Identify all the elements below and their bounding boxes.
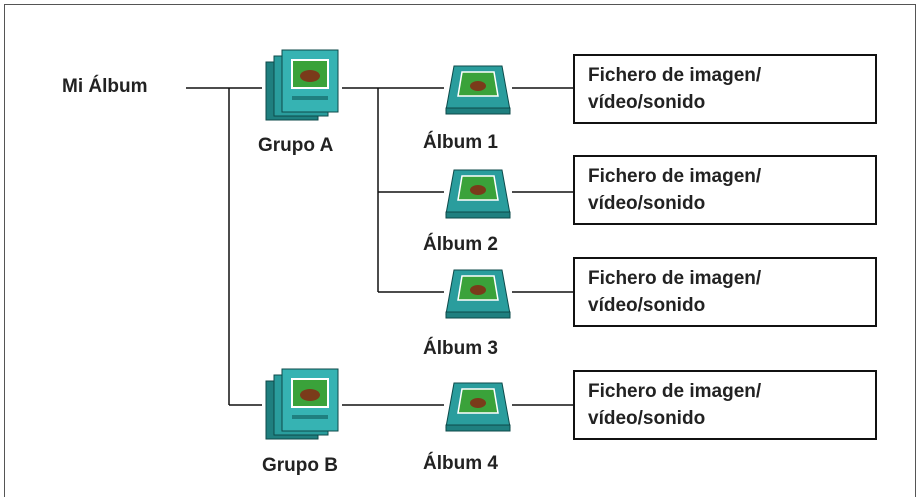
album-label: Álbum 3 <box>423 338 498 359</box>
album-label: Álbum 1 <box>423 132 498 153</box>
file-box-line: Fichero de imagen/ <box>588 166 762 187</box>
photo-album-icon <box>445 65 511 115</box>
photo-album-icon <box>445 169 511 219</box>
diagram-frame <box>4 4 916 497</box>
file-box: Fichero de imagen/ vídeo/sonido <box>573 370 877 440</box>
book-stack-icon <box>265 368 339 440</box>
file-box: Fichero de imagen/ vídeo/sonido <box>573 257 877 327</box>
album-label: Álbum 4 <box>423 453 498 474</box>
file-box-line: vídeo/sonido <box>588 408 706 429</box>
group-label: Grupo B <box>262 455 338 476</box>
album-label: Álbum 2 <box>423 234 498 255</box>
root-label: Mi Álbum <box>62 76 148 97</box>
group-label: Grupo A <box>258 135 334 156</box>
file-box: Fichero de imagen/ vídeo/sonido <box>573 155 877 225</box>
book-stack-icon <box>265 49 339 121</box>
file-box-line: Fichero de imagen/ <box>588 65 762 86</box>
file-box-line: Fichero de imagen/ <box>588 268 762 289</box>
file-box: Fichero de imagen/ vídeo/sonido <box>573 54 877 124</box>
file-box-line: Fichero de imagen/ <box>588 381 762 402</box>
file-box-line: vídeo/sonido <box>588 193 706 214</box>
file-box-line: vídeo/sonido <box>588 92 706 113</box>
photo-album-icon <box>445 269 511 319</box>
photo-album-icon <box>445 382 511 432</box>
file-box-line: vídeo/sonido <box>588 295 706 316</box>
